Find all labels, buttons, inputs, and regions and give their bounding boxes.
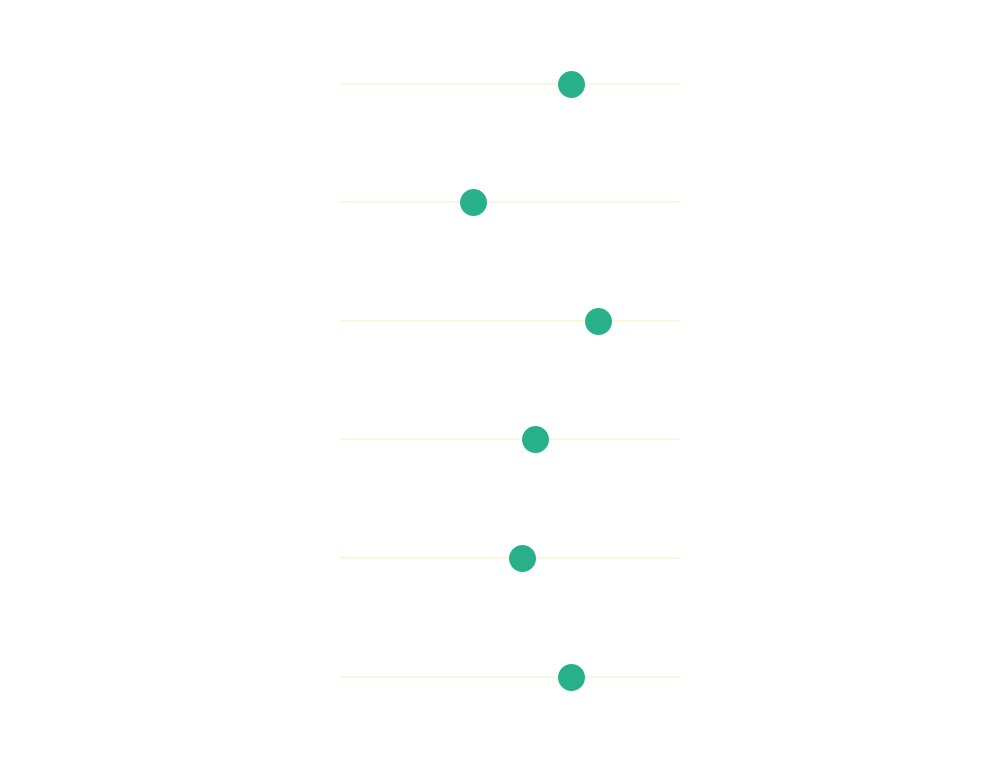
slider-4[interactable] [340, 425, 680, 453]
slider-1[interactable] [340, 70, 680, 98]
slider-thumb[interactable] [584, 308, 612, 335]
slider-6[interactable] [340, 663, 680, 691]
slider-thumb[interactable] [460, 189, 488, 216]
slider-track[interactable] [340, 438, 680, 440]
slider-thumb[interactable] [522, 426, 550, 453]
slider-thumb[interactable] [558, 664, 586, 691]
slider-5[interactable] [340, 544, 680, 572]
slider-track[interactable] [340, 320, 680, 322]
slider-track[interactable] [340, 676, 680, 678]
slider-track[interactable] [340, 83, 680, 85]
slider-2[interactable] [340, 188, 680, 216]
slider-thumb[interactable] [558, 71, 586, 98]
slider-3[interactable] [340, 307, 680, 335]
slider-thumb[interactable] [509, 545, 537, 572]
slider-track[interactable] [340, 201, 680, 203]
